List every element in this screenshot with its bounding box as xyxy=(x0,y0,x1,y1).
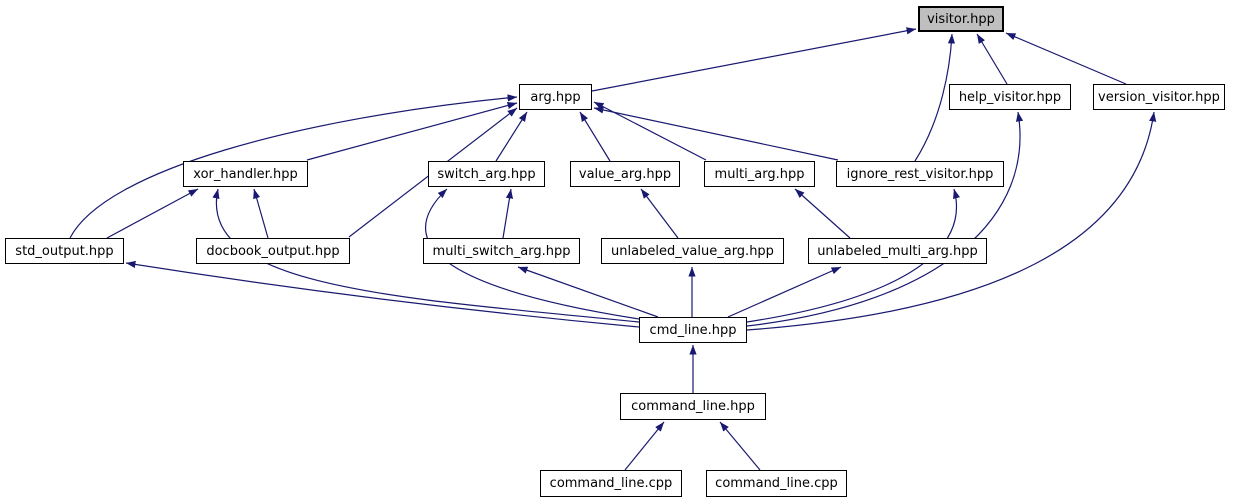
edge-help_visitor-to-visitor xyxy=(976,33,1008,85)
graph-node-command_line_hpp[interactable]: command_line.hpp xyxy=(620,393,766,420)
edge-arg-to-visitor xyxy=(591,27,917,92)
edge-multi_switch_arg-to-switch_arg xyxy=(502,188,514,239)
graph-node-version_visitor[interactable]: version_visitor.hpp xyxy=(1093,84,1225,110)
edge-cmd_line-to-version_visitor xyxy=(746,111,1157,331)
edge-command_line_cpp_1-to-command_line_hpp xyxy=(624,421,665,471)
edge-value_arg-to-arg xyxy=(579,111,611,162)
edge-ignore_rest_visitor-to-visitor xyxy=(914,33,956,162)
edge-std_output-to-xor_handler xyxy=(106,188,199,239)
graph-node-multi_arg[interactable]: multi_arg.hpp xyxy=(704,161,815,187)
edge-switch_arg-to-arg xyxy=(495,111,528,162)
graph-node-ignore_rest_visitor[interactable]: ignore_rest_visitor.hpp xyxy=(836,161,1004,187)
edge-unlabeled_multi_arg-to-multi_arg xyxy=(794,188,851,239)
edge-ignore_rest_visitor-to-arg xyxy=(593,106,839,161)
graph-node-unlabeled_value_arg[interactable]: unlabeled_value_arg.hpp xyxy=(601,238,784,264)
graph-node-xor_handler[interactable]: xor_handler.hpp xyxy=(183,161,308,187)
edge-docbook_output-to-xor_handler xyxy=(253,188,269,239)
graph-node-help_visitor[interactable]: help_visitor.hpp xyxy=(949,84,1071,110)
graph-node-docbook_output[interactable]: docbook_output.hpp xyxy=(196,238,350,264)
graph-node-switch_arg[interactable]: switch_arg.hpp xyxy=(428,161,545,187)
graph-node-cmd_line[interactable]: cmd_line.hpp xyxy=(639,317,747,343)
edge-multi_arg-to-arg xyxy=(593,101,707,161)
edge-cmd_line-to-std_output xyxy=(125,260,640,328)
edge-cmd_line-to-unlabeled_multi_arg xyxy=(727,266,842,318)
graph-node-arg[interactable]: arg.hpp xyxy=(519,84,592,110)
graph-node-multi_switch_arg[interactable]: multi_switch_arg.hpp xyxy=(423,238,580,264)
graph-node-visitor[interactable]: visitor.hpp xyxy=(918,6,1004,32)
edge-command_line_cpp_2-to-command_line_hpp xyxy=(719,421,761,471)
edge-xor_handler-to-arg xyxy=(306,102,518,161)
graph-node-command_line_cpp_2[interactable]: command_line.cpp xyxy=(706,470,847,497)
edge-cmd_line-to-multi_switch_arg xyxy=(517,266,659,318)
edge-version_visitor-to-visitor xyxy=(1005,32,1127,85)
edge-unlabeled_value_arg-to-value_arg xyxy=(640,188,679,239)
graph-node-command_line_cpp_1[interactable]: command_line.cpp xyxy=(540,470,682,497)
graph-node-std_output[interactable]: std_output.hpp xyxy=(5,238,124,264)
edge-cmd_line-to-help_visitor xyxy=(746,111,1024,327)
graph-node-value_arg[interactable]: value_arg.hpp xyxy=(570,161,680,187)
graph-node-unlabeled_multi_arg[interactable]: unlabeled_multi_arg.hpp xyxy=(808,238,987,264)
